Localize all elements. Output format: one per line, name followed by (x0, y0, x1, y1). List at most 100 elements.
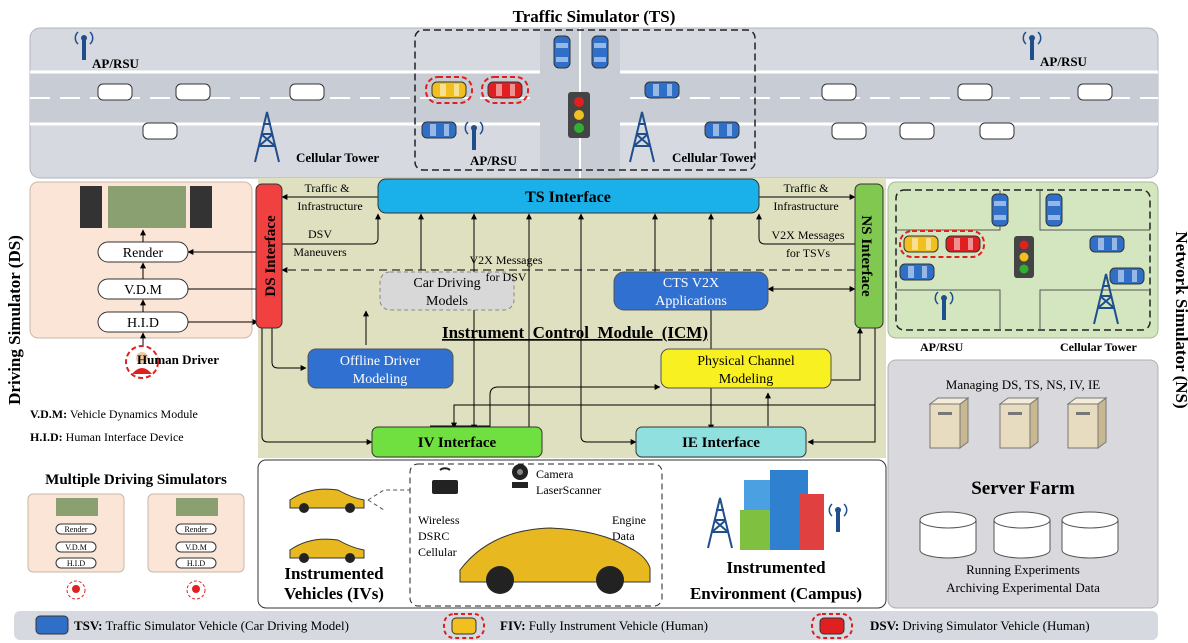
svg-text:TSV: Traffic Simulator Vehicle: TSV: Traffic Simulator Vehicle (Car Driv… (74, 618, 349, 633)
traffic-infra-left-2: Infrastructure (297, 199, 362, 213)
running-experiments-text: Running Experiments (966, 562, 1080, 577)
ts-interface (377, 178, 760, 214)
camera-icon (512, 464, 528, 488)
svg-text:Render: Render (184, 525, 207, 534)
hid-block: H.I.D (127, 316, 159, 331)
ts-title: Traffic Simulator (TS) (513, 7, 676, 26)
cts-v2x-line1: CTS V2X (663, 276, 719, 291)
legend-bar (14, 611, 1158, 640)
engine-label: Engine (612, 513, 646, 527)
svg-text:Render: Render (64, 525, 87, 534)
svg-text:V.D.M: Vehicle Dynamics Module: V.D.M: Vehicle Dynamics Module (30, 407, 198, 421)
fiv-car-icon (451, 617, 477, 635)
ds-interface (255, 183, 283, 329)
ns-cellular-tower-label: Cellular Tower (1060, 340, 1137, 354)
cellular-tower-label: Cellular Tower (672, 150, 755, 165)
ie-title-line2: Environment (Campus) (690, 584, 862, 603)
camera-label: Camera (536, 467, 574, 481)
car-driving-models-block (379, 271, 515, 311)
ap-rsu-label: AP/RSU (1040, 54, 1088, 69)
physical-channel-line1: Physical Channel (697, 354, 795, 369)
wireless-router-icon (432, 467, 458, 494)
ns-ap-rsu-label: AP/RSU (920, 340, 964, 354)
physical-channel-modeling-block (660, 348, 832, 389)
svg-text:H.I.D: Human Interface Device: H.I.D: Human Interface Device (30, 430, 184, 444)
iv-title-line2: Vehicles (IVs) (284, 584, 384, 603)
svg-text:H.I.D: H.I.D (67, 559, 85, 568)
svg-text:DSV: Driving Simulator Vehicle: DSV: Driving Simulator Vehicle (Human) (870, 618, 1090, 633)
vdm-block: V.D.M (124, 283, 162, 298)
intersection-dashed-box (414, 29, 756, 171)
v2x-dsv-2: for DSV (486, 270, 527, 284)
car-driving-models-line1: Car Driving (413, 276, 480, 291)
iv-sensors-dashed-box (409, 463, 663, 607)
multiple-simulators-title: Multiple Driving Simulators (45, 472, 227, 488)
server-icon (1067, 397, 1107, 449)
data-label: Data (612, 529, 635, 543)
archiving-data-text: Archiving Experimental Data (946, 580, 1100, 595)
server-icon (999, 397, 1039, 449)
ds-title: Driving Simulator (DS) (5, 235, 24, 405)
vdm-definition: Vehicle Dynamics Module (70, 407, 198, 421)
database-icon (919, 511, 977, 559)
traffic-light-icon (568, 92, 590, 138)
icm-title: Instrument Control Module (ICM) (442, 323, 708, 342)
dsv-maneuvers-1: DSV (308, 227, 332, 241)
legend-item-fiv: FIV: Fully Instrument Vehicle (Human) (443, 613, 708, 639)
server-managing-text: Managing DS, TS, NS, IV, IE (946, 377, 1101, 392)
render-block: Render (123, 246, 164, 261)
svg-text:V.D.M: V.D.M (65, 543, 87, 552)
mini-simulator: Render V.D.M H.I.D Render V.D.M H.I.D (27, 493, 245, 600)
svg-text:FIV: Fully Instrument Vehicle: FIV: Fully Instrument Vehicle (Human) (500, 618, 708, 633)
ds-interface-label: DS Interface (263, 215, 279, 297)
offline-driver-line2: Modeling (353, 372, 407, 387)
dsv-car-icon (819, 617, 845, 635)
legend-item-tsv: TSV: Traffic Simulator Vehicle (Car Driv… (35, 615, 349, 635)
ie-interface (635, 426, 807, 458)
iv-title-line1: Instrumented (284, 564, 384, 583)
v2x-tsv-2: for TSVs (786, 246, 830, 260)
ap-rsu-label: AP/RSU (92, 56, 140, 71)
physical-channel-line2: Modeling (719, 372, 773, 387)
v2x-tsv-1: V2X Messages (772, 228, 845, 242)
laser-scanner-label: LaserScanner (536, 483, 601, 497)
database-icon (1061, 511, 1119, 559)
dsrc-label: DSRC (418, 529, 449, 543)
campus-buildings-icon (707, 470, 848, 550)
car-driving-models-line2: Models (426, 294, 468, 309)
ns-interface (854, 183, 884, 329)
ts-interface-label: TS Interface (525, 189, 611, 206)
database-icon (993, 511, 1051, 559)
simulator-screen-icon (80, 186, 212, 228)
hid-definition: Human Interface Device (66, 430, 184, 444)
icm-panel (258, 178, 886, 458)
svg-text:V.D.M: V.D.M (185, 543, 207, 552)
cts-v2x-block (613, 271, 769, 311)
v2x-dsv-1: V2X Messages (470, 253, 543, 267)
ie-interface-label: IE Interface (682, 435, 760, 451)
traffic-infra-right-1: Traffic & (784, 181, 830, 195)
server-icon (929, 397, 969, 449)
offline-driver-modeling-block (307, 348, 454, 389)
vdm-abbrev: V.D.M: (30, 407, 67, 421)
offline-driver-line1: Offline Driver (340, 354, 421, 369)
dsv-maneuvers-2: Maneuvers (293, 245, 347, 259)
hid-abbrev: H.I.D: (30, 430, 63, 444)
tsv-car-icon (35, 615, 69, 635)
ap-rsu-label: AP/RSU (470, 153, 518, 168)
ns-title: Network Simulator (NS) (1172, 231, 1188, 408)
iv-interface (371, 426, 543, 458)
cts-v2x-line2: Applications (655, 294, 727, 309)
traffic-infra-left-1: Traffic & (305, 181, 351, 195)
cellular-label: Cellular (418, 545, 457, 559)
server-farm-title: Server Farm (971, 478, 1075, 499)
iv-interface-label: IV Interface (418, 435, 497, 451)
wireless-label: Wireless (418, 513, 460, 527)
traffic-infra-right-2: Infrastructure (773, 199, 838, 213)
legend-item-dsv: DSV: Driving Simulator Vehicle (Human) (811, 613, 1090, 639)
human-driver-label: Human Driver (137, 352, 219, 367)
svg-text:H.I.D: H.I.D (187, 559, 205, 568)
ns-interface-label: NS Interface (858, 215, 874, 297)
instrumented-car-icon (289, 488, 651, 594)
